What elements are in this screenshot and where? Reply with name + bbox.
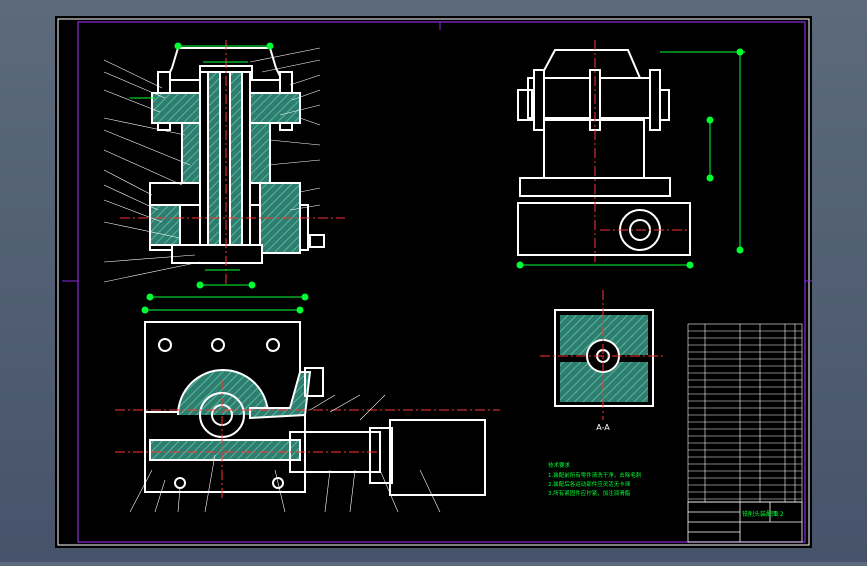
drawing-name: 铣削头装配图 — [742, 510, 778, 518]
title-block — [687, 501, 803, 543]
sheet-frame — [57, 18, 810, 546]
notes-line-3: 3.所有紧固件应拧紧，加注润滑脂 — [548, 489, 631, 497]
plan-dimensions — [141, 306, 304, 314]
notes-title: 技术要求 — [548, 461, 571, 469]
section-label: A-A — [596, 423, 610, 432]
margin-border — [77, 21, 806, 543]
front-dimensions — [130, 42, 309, 301]
side-dimensions — [516, 48, 745, 269]
parts-list-rows — [688, 330, 802, 500]
leader-lines-left — [103, 47, 321, 283]
section-a-a — [554, 309, 654, 407]
technical-notes: 技术要求 1.装配前所有零件清洗干净，去除毛刺 2.装配后各运动部件应灵活无卡滞… — [548, 461, 642, 497]
drawing-scale: 1:2 — [774, 511, 784, 518]
leader-lines-bottom — [129, 394, 441, 513]
notes-line-2: 2.装配后各运动部件应灵活无卡滞 — [548, 480, 631, 488]
notes-line-1: 1.装配前所有零件清洗干净，去除毛刺 — [548, 471, 642, 479]
parts-list — [687, 323, 803, 503]
